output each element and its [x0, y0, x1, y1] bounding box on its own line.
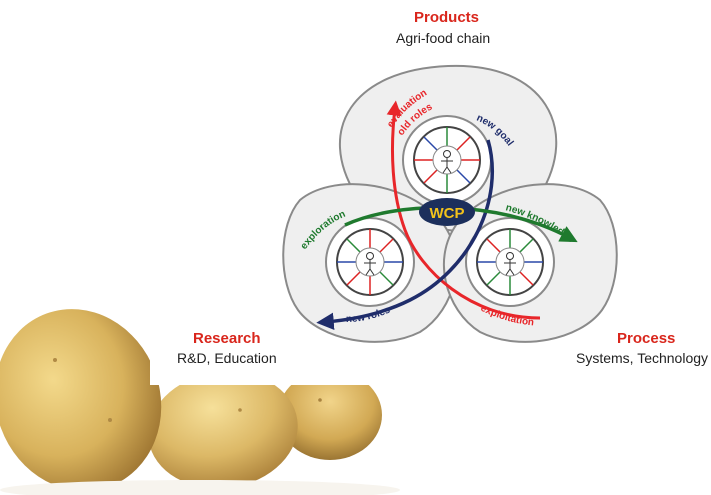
potato-middle	[148, 371, 298, 489]
person-wheel-icon	[476, 228, 544, 296]
potato-back-right	[278, 370, 382, 460]
wcp-badge: WCP	[419, 198, 475, 226]
potato-left	[0, 309, 162, 491]
products-subtitle: Agri-food chain	[396, 30, 491, 46]
person-wheel-icon	[336, 228, 404, 296]
person-wheel-icon	[413, 126, 481, 194]
wcp-label: WCP	[430, 205, 465, 222]
research-title: Research	[193, 330, 261, 347]
potato-shadow	[0, 480, 400, 495]
products-title: Products	[414, 9, 480, 26]
process-title: Process	[617, 330, 676, 347]
red-arrow	[386, 100, 541, 320]
research-subtitle: R&D, Education	[177, 350, 277, 366]
process-subtitle: Systems, Technology	[576, 350, 709, 366]
navy-arrow	[316, 139, 494, 331]
